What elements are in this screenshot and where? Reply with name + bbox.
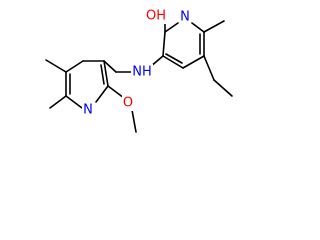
atom-label-ring-b-nitrogen: N xyxy=(83,103,93,118)
bond xyxy=(95,85,109,103)
bond xyxy=(203,20,225,33)
bond xyxy=(49,95,67,109)
atom-label-layer: OH N NH N O xyxy=(82,8,191,118)
atom-label-hydroxyl: OH xyxy=(146,9,166,24)
bond xyxy=(65,95,83,109)
bond xyxy=(45,59,67,73)
bond xyxy=(107,85,125,99)
bond xyxy=(131,109,137,133)
bond xyxy=(213,79,233,97)
bond xyxy=(162,31,166,57)
bond xyxy=(203,55,215,81)
bond xyxy=(65,60,84,73)
atom-label-background xyxy=(82,102,94,118)
atom-label-ring-a-nitrogen: N xyxy=(180,10,190,25)
bond xyxy=(164,22,179,33)
molecule-diagram: OH N NH N O xyxy=(45,8,233,133)
bond-layer xyxy=(45,20,233,133)
bond xyxy=(165,53,183,64)
atom-label-amine: NH xyxy=(132,65,152,80)
bond xyxy=(100,64,105,85)
atom-label-background xyxy=(179,9,191,25)
atom-label-background xyxy=(131,64,153,80)
atom-label-background xyxy=(122,95,134,111)
atom-label-background xyxy=(145,8,167,24)
structure-canvas: OH N NH N O xyxy=(0,0,238,153)
atom-label-methoxy-oxygen: O xyxy=(123,96,133,111)
bond xyxy=(103,60,109,87)
bond xyxy=(162,55,184,69)
bond xyxy=(191,22,205,33)
bond xyxy=(103,60,117,73)
bond xyxy=(182,55,205,69)
